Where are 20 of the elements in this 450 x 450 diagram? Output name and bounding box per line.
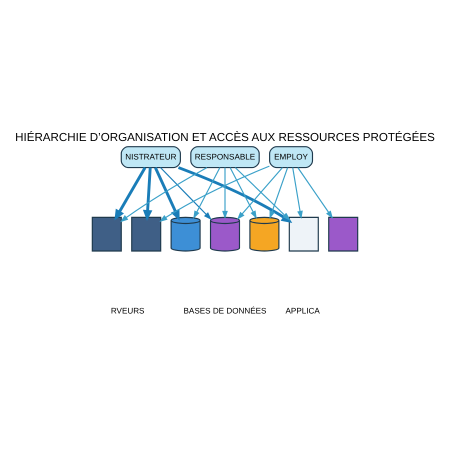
- arrow: [237, 166, 283, 220]
- arrow: [142, 167, 152, 220]
- arrow: [160, 166, 212, 220]
- arrow: [178, 166, 292, 222]
- arrow: [154, 166, 180, 220]
- arrow: [159, 165, 270, 222]
- node-box: [131, 216, 162, 252]
- diagram-title: HIÉRARCHIE D’ORGANISATION ET ACCÈS AUX RESSOURCES PROTÉGÉES: [15, 131, 435, 144]
- arrow: [234, 166, 290, 220]
- arrow: [230, 166, 257, 218]
- arrow: [114, 166, 146, 220]
- arrow: [292, 167, 303, 219]
- node-box: [328, 216, 358, 252]
- node-box: [288, 216, 319, 252]
- arrow: [222, 167, 228, 219]
- arrow: [193, 166, 220, 218]
- node-box: [92, 216, 122, 252]
- arrow: [120, 166, 208, 222]
- arrow: [297, 166, 333, 218]
- arrow: [270, 166, 288, 218]
